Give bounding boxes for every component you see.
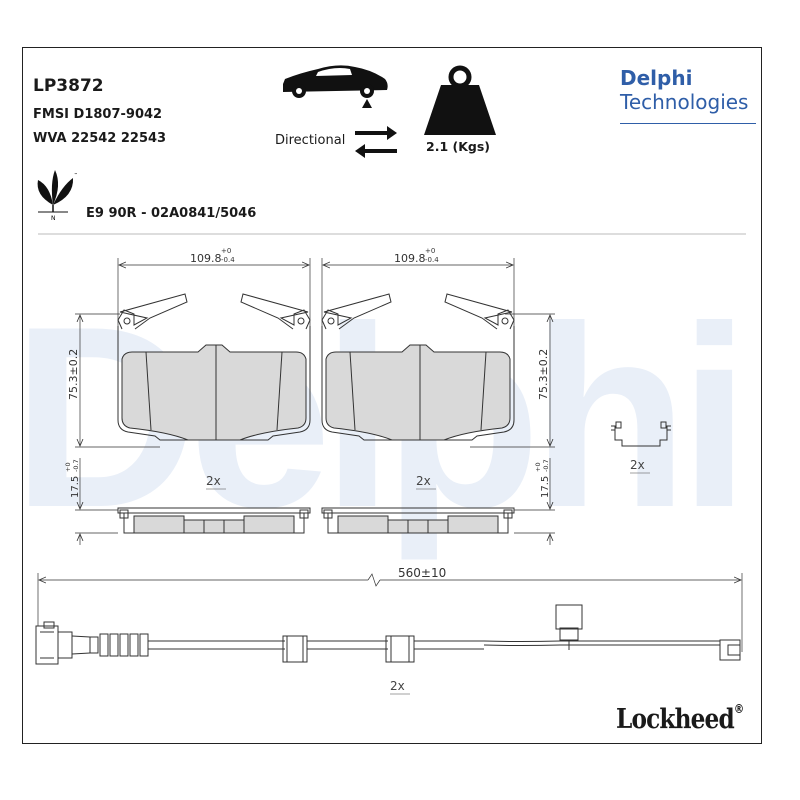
wire-length-dimension xyxy=(37,573,743,652)
pad-width-dimension-right xyxy=(321,258,515,326)
pad-side-view-right xyxy=(321,507,515,534)
svg-text:N: N xyxy=(51,215,56,222)
qty-wire: 2x xyxy=(390,679,405,693)
qty-pad-right: 2x xyxy=(416,474,431,488)
approval-number: E9 90R - 02A0841/5046 xyxy=(86,206,257,221)
wva-number: WVA 22542 22543 xyxy=(33,131,167,146)
thickness-tol-upper-right: +0 xyxy=(534,462,542,472)
brand-underline xyxy=(620,123,756,125)
fmsi-number: FMSI D1807-9042 xyxy=(33,107,163,122)
registered-mark: ® xyxy=(733,702,745,716)
pad-height-dimension-right xyxy=(470,313,555,448)
thickness-tol-upper-left: +0 xyxy=(64,462,72,472)
wear-sensor-wire xyxy=(35,604,741,665)
pad-width-tol-upper-right: +0 xyxy=(425,247,435,255)
pad-width-value-left: 109.8 xyxy=(190,252,222,265)
spring-clip xyxy=(611,421,671,447)
pad-width-tol-upper-left: +0 xyxy=(221,247,231,255)
svg-text:™: ™ xyxy=(74,172,78,177)
thickness-tol-lower-left: -0.7 xyxy=(72,459,80,472)
eco-leaf-icon: N ™ xyxy=(37,170,78,222)
pad-height-value-right: 75.3±0.2 xyxy=(537,349,550,400)
thickness-dimension-left xyxy=(75,458,118,545)
weight-label: 2.1 (Kgs) xyxy=(426,139,490,154)
product-code: LP3872 xyxy=(33,76,104,96)
lockheed-logo: Lockheed® xyxy=(616,702,745,735)
qty-clip: 2x xyxy=(630,458,645,472)
pad-width-tol-lower-left: -0.4 xyxy=(221,256,235,264)
pad-height-dimension-left xyxy=(75,313,160,448)
drawing-frame xyxy=(22,47,762,744)
brake-pad-right xyxy=(321,293,515,441)
car-front-axle-icon xyxy=(283,65,388,108)
thickness-tol-lower-right: -0.7 xyxy=(542,459,550,472)
lockheed-logo-text: Lockheed xyxy=(616,704,735,735)
thickness-dimension-right xyxy=(514,458,555,545)
pad-height-value-left: 75.3±0.2 xyxy=(67,349,80,400)
pad-width-tol-lower-right: -0.4 xyxy=(425,256,439,264)
brake-pad-left xyxy=(117,293,311,441)
brand-subtitle: Technologies xyxy=(620,90,749,114)
thickness-value-right: 17.5 xyxy=(540,476,551,498)
brand-name: Delphi xyxy=(620,66,693,90)
pad-width-value-right: 109.8 xyxy=(394,252,426,265)
wire-length-value: 560±10 xyxy=(398,566,446,580)
qty-pad-left: 2x xyxy=(206,474,221,488)
directional-label: Directional xyxy=(275,133,346,148)
directional-arrows-icon xyxy=(355,126,397,158)
thickness-value-left: 17.5 xyxy=(70,476,81,498)
pad-side-view-left xyxy=(117,507,311,534)
pad-width-dimension-left xyxy=(117,258,311,326)
weight-icon xyxy=(424,65,496,135)
